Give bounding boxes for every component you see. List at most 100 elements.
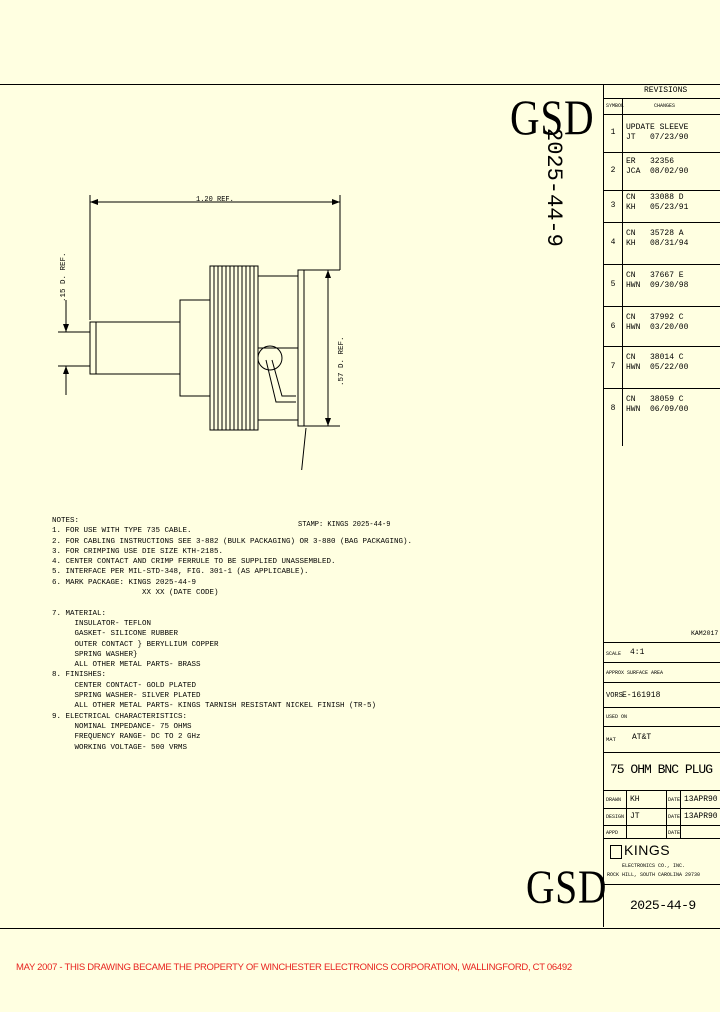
note-line: 7. MATERIAL: xyxy=(52,609,107,618)
revision-number: 8 xyxy=(610,404,616,413)
revisions-col-changes: CHANGES xyxy=(654,103,676,109)
tb-divider xyxy=(604,752,720,753)
revision-row: 2 ER 32356 JCA 08/02/90 xyxy=(604,152,720,191)
note-line: CENTER CONTACT- GOLD PLATED xyxy=(52,681,197,690)
tb-divider xyxy=(604,790,720,791)
used-on-label: USED ON xyxy=(606,714,628,720)
kings-mark-icon xyxy=(610,845,622,859)
note-line: 2. FOR CABLING INSTRUCTIONS SEE 3-882 (B… xyxy=(52,537,413,546)
tb-divider xyxy=(604,642,720,643)
revision-number: 1 xyxy=(610,128,616,137)
revision-number: 5 xyxy=(610,280,616,289)
drawn-date: 13APR90 xyxy=(684,795,718,804)
tb-divider xyxy=(604,682,720,683)
note-line: 1. FOR USE WITH TYPE 735 CABLE. xyxy=(52,527,192,536)
revisions-title: REVISIONS xyxy=(644,86,688,95)
revision-text: CN 37992 C HWN 03/20/00 xyxy=(626,313,689,332)
title-column-border xyxy=(603,84,604,927)
note-line: INSULATOR- TEFLON xyxy=(52,619,152,628)
tb-col-divider xyxy=(680,790,681,838)
note-line: 5. INTERFACE PER MIL-STD-348, FIG. 301-1… xyxy=(52,568,309,577)
design-date: 13APR90 xyxy=(684,812,718,821)
design-value: JT xyxy=(630,812,640,821)
revision-text: CN 35728 A KH 08/31/94 xyxy=(626,229,689,248)
note-line: ALL OTHER METAL PARTS- BRASS xyxy=(52,661,201,670)
connector-drawing xyxy=(58,195,341,470)
company-name: KINGS xyxy=(624,842,671,858)
tb-col-divider xyxy=(626,790,627,838)
revision-row: 6 CN 37992 C HWN 03/20/00 xyxy=(604,306,720,347)
drawn-value: KH xyxy=(630,795,640,804)
design-label: DESIGN xyxy=(606,814,625,820)
note-line: 6. MARK PACKAGE: KINGS 2025-44-9 xyxy=(52,578,197,587)
note-line: 8. FINISHES: xyxy=(52,671,107,680)
dim-small-dia-label: .15 D. REF. xyxy=(60,252,68,302)
note-line: FREQUENCY RANGE- DC TO 2 GHz xyxy=(52,733,201,742)
revision-text: CN 37667 E HWN 09/30/98 xyxy=(626,271,689,290)
note-line: GASKET- SILICONE RUBBER xyxy=(52,630,179,639)
drawing-frame xyxy=(0,84,720,929)
gsd-logo-bottom: GSD xyxy=(526,861,608,914)
revision-row: 4 CN 35728 A KH 08/31/94 xyxy=(604,222,720,265)
dim-large-dia-label: .57 D. REF. xyxy=(338,336,346,386)
revision-text: CN 38014 C HWN 05/22/00 xyxy=(626,353,689,372)
tb-divider xyxy=(604,808,720,809)
part-number-vertical: 2025-44-9 xyxy=(541,128,566,247)
revision-row: 7 CN 38014 C HWN 05/22/00 xyxy=(604,346,720,389)
tb-divider xyxy=(604,707,720,708)
note-line: SPRING WASHER- SILVER PLATED xyxy=(52,692,201,701)
revisions-col-symbol: SYMBOL xyxy=(606,103,625,109)
vors-value: E-161918 xyxy=(622,691,661,700)
design-date-label: DATE xyxy=(668,814,681,820)
revision-row: 5 CN 37667 E HWN 09/30/98 xyxy=(604,264,720,307)
tb-divider xyxy=(604,662,720,663)
drawn-date-label: DATE xyxy=(668,797,681,803)
revision-text: CN 33088 D KH 05/23/91 xyxy=(626,193,689,212)
dim-length-label: 1.20 REF. xyxy=(196,196,234,204)
appd-date-label: DATE xyxy=(668,830,681,836)
notes-block: NOTES: 1. FOR USE WITH TYPE 735 CABLE.2. … xyxy=(52,516,412,753)
revision-row: 8 CN 38059 C HWN 06/09/00 xyxy=(604,388,720,430)
gsd-logo-top: GSD xyxy=(510,89,595,145)
mat-label: MAT xyxy=(606,736,616,743)
note-line: 4. CENTER CONTACT AND CRIMP FERRULE TO B… xyxy=(52,558,336,567)
revision-text: CN 38059 C HWN 06/09/00 xyxy=(626,395,689,414)
company-line-1: ELECTRONICS CO., INC. xyxy=(622,863,686,869)
drawn-label: DRAWN xyxy=(606,797,622,803)
company-line-2: ROCK HILL, SOUTH CAROLINA 29730 xyxy=(607,872,701,878)
note-line: WORKING VOLTAGE- 500 VRMS xyxy=(52,743,188,752)
note-line: ALL OTHER METAL PARTS- KINGS TARNISH RES… xyxy=(52,702,377,711)
notes-title: NOTES: xyxy=(52,517,80,525)
revision-row: 3 CN 33088 D KH 05/23/91 xyxy=(604,190,720,223)
drawing-title: 75 OHM BNC PLUG xyxy=(610,762,713,777)
tb-divider xyxy=(604,884,720,885)
note-line: 3. FOR CRIMPING USE DIE SIZE KTH-2185. xyxy=(52,547,224,556)
file-reference: KAM2017 xyxy=(691,630,719,637)
note-line: 9. ELECTRICAL CHARACTERISTICS: xyxy=(52,712,188,721)
revision-number: 4 xyxy=(610,238,616,247)
rev-divider xyxy=(604,98,720,99)
scale-label: SCALE xyxy=(606,651,622,657)
drawing-number: 2025-44-9 xyxy=(630,898,696,913)
revision-number: 2 xyxy=(610,166,616,175)
note-line: SPRING WASHER} xyxy=(52,650,138,659)
revision-text: UPDATE SLEEVE JT 07/23/90 xyxy=(626,123,689,142)
note-line xyxy=(52,598,412,608)
note-line: NOMINAL IMPEDANCE- 75 OHMS xyxy=(52,722,192,731)
revision-row: 1 UPDATE SLEEVE JT 07/23/90 xyxy=(604,114,720,153)
revision-number: 3 xyxy=(610,201,616,210)
ownership-note: MAY 2007 - THIS DRAWING BECAME THE PROPE… xyxy=(16,962,572,973)
scale-value: 4:1 xyxy=(630,648,645,657)
revision-number: 7 xyxy=(610,362,616,371)
revision-text: ER 32356 JCA 08/02/90 xyxy=(626,157,689,176)
tb-divider xyxy=(604,726,720,727)
stamp-label: STAMP: KINGS 2025-44-9 xyxy=(298,521,391,529)
mat-value: AT&T xyxy=(632,733,652,742)
note-line: OUTER CONTACT } BERYLLIUM COPPER xyxy=(52,640,219,649)
note-line: XX XX (DATE CODE) xyxy=(52,589,219,598)
appd-label: APPD xyxy=(606,830,619,836)
tb-divider xyxy=(604,838,720,839)
tb-col-divider xyxy=(666,790,667,838)
rev-col-divider xyxy=(622,98,623,446)
surface-area-label: APPROX SURFACE AREA xyxy=(606,670,664,676)
